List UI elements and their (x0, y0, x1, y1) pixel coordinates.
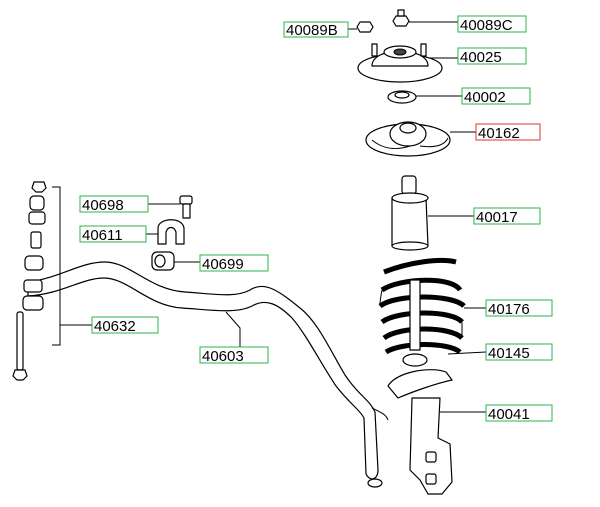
label-box (199, 346, 269, 364)
shock-absorber-drawing (387, 279, 487, 495)
part-number: 40176 (488, 301, 530, 318)
part-number: 40002 (464, 89, 506, 106)
label-box (79, 195, 149, 213)
label-40698[interactable]: 40698 (79, 195, 149, 214)
label-box (461, 87, 531, 105)
spring-seat-drawing (365, 121, 476, 157)
bushing-40699-drawing (151, 251, 200, 271)
bolt-40698-drawing (148, 195, 193, 219)
part-number: 40025 (460, 49, 502, 66)
part-number: 40162 (478, 125, 520, 142)
label-40017[interactable]: 40017 (473, 207, 541, 226)
part-number: 40698 (82, 197, 124, 214)
part-number: 40089B (286, 22, 338, 39)
label-box (79, 225, 147, 243)
part-number: 40632 (94, 318, 136, 335)
part-number: 40611 (82, 227, 123, 244)
label-40632[interactable]: 40632 (91, 316, 159, 335)
label-40025[interactable]: 40025 (457, 47, 527, 66)
label-40089B[interactable]: 40089B (283, 21, 349, 39)
label-box (283, 21, 349, 38)
coil-spring-drawing (378, 257, 486, 355)
label-40145[interactable]: 40145 (485, 343, 553, 362)
label-40089C[interactable]: 40089C (457, 15, 527, 34)
part-number: 40603 (202, 348, 244, 365)
label-box (475, 123, 541, 141)
stabilizer-link-drawing (12, 181, 92, 381)
bushing-40611-drawing (146, 219, 185, 245)
nut-40089b-drawing (348, 21, 374, 33)
label-40603[interactable]: 40603 (199, 346, 269, 365)
label-box (485, 343, 553, 361)
label-box (473, 207, 541, 225)
label-40176[interactable]: 40176 (485, 299, 553, 318)
part-number: 40145 (488, 345, 530, 362)
label-40611[interactable]: 40611 (79, 225, 147, 244)
leader-40603 (225, 311, 241, 349)
label-box (457, 15, 527, 33)
nut-40089c-drawing (392, 9, 458, 27)
strut-mount-drawing (357, 43, 458, 83)
label-box (457, 47, 527, 65)
dust-boot-drawing (391, 175, 474, 251)
stabilizer-bar-drawing (27, 261, 389, 488)
bearing-drawing (387, 90, 462, 104)
part-number: 40699 (202, 256, 244, 273)
part-number: 40017 (476, 209, 518, 226)
label-40041[interactable]: 40041 (485, 404, 553, 423)
label-40699[interactable]: 40699 (199, 254, 269, 273)
label-box (199, 254, 269, 272)
label-40162[interactable]: 40162 (475, 123, 541, 142)
part-number: 40041 (488, 406, 530, 423)
label-box (91, 316, 159, 334)
label-box (485, 404, 553, 422)
part-number: 40089C (460, 17, 513, 34)
label-box (485, 299, 553, 317)
label-40002[interactable]: 40002 (461, 87, 531, 106)
